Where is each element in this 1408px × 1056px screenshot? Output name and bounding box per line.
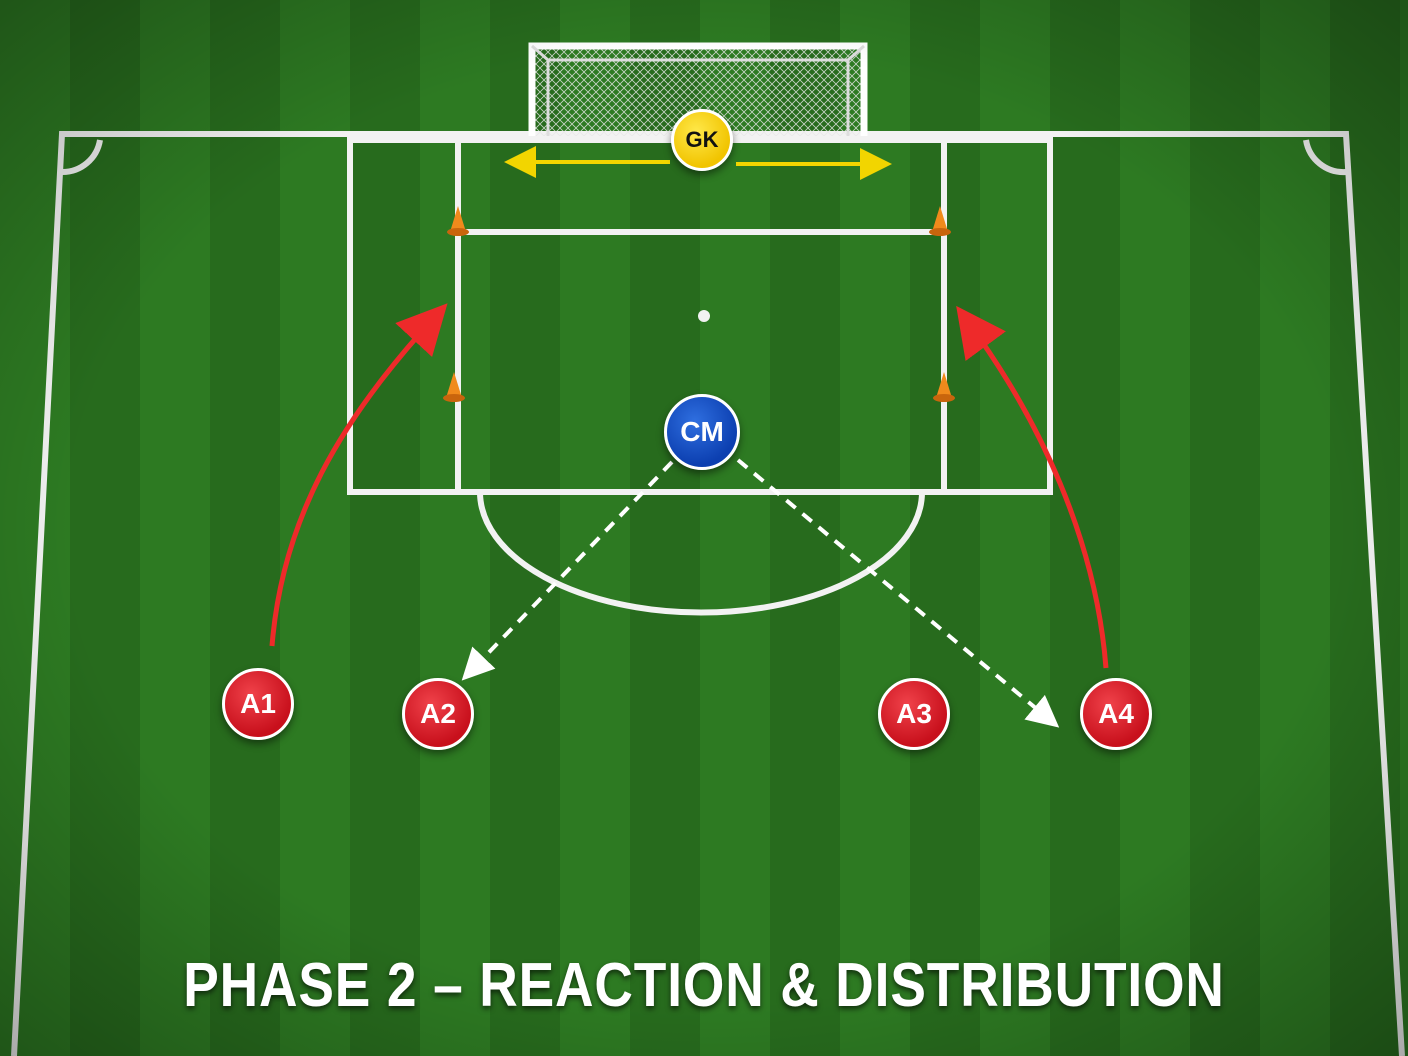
- attacker-a2-marker: A2: [402, 678, 474, 750]
- central-mid-marker: CM: [664, 394, 740, 470]
- attacker-a4-marker: A4: [1080, 678, 1152, 750]
- attacker-a3-marker: A3: [878, 678, 950, 750]
- goalkeeper-marker: GK: [671, 109, 733, 171]
- phase-caption: PHASE 2 – REACTION & DISTRIBUTION: [183, 951, 1225, 1020]
- attacker-a1-marker: A1: [222, 668, 294, 740]
